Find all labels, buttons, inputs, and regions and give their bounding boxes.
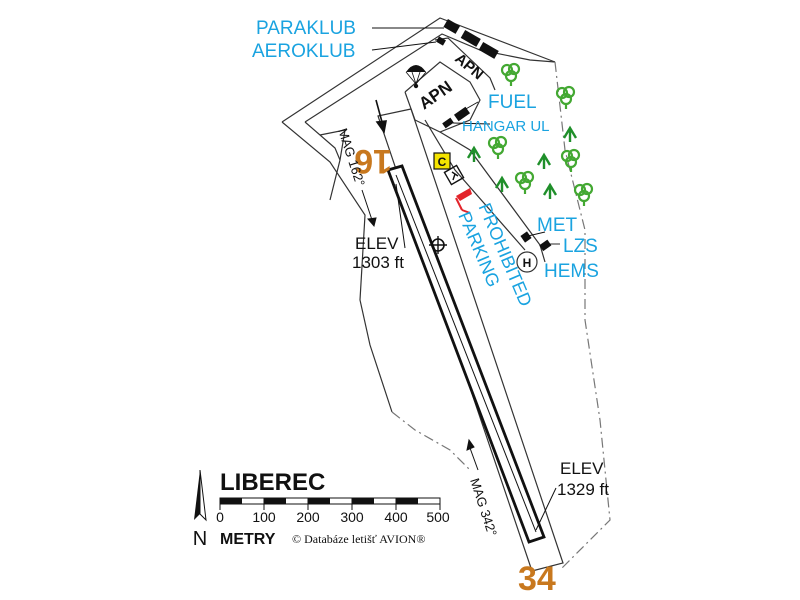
- arrow-up-icon: [542, 182, 558, 199]
- label-apn-top: APN: [451, 50, 486, 83]
- tree-icon: [555, 85, 576, 109]
- leader-lines: [371, 27, 560, 245]
- mag-arrow-south: [466, 438, 479, 471]
- buildings: [436, 19, 552, 252]
- airfield-boundary: [281, 17, 556, 413]
- svg-text:N: N: [193, 528, 207, 550]
- label-hems: HEMS: [544, 261, 599, 282]
- scale-ticks: 0 100 200 300 400 500: [216, 509, 450, 525]
- runway-strip: [377, 108, 564, 572]
- tree-icon: [514, 170, 535, 194]
- label-paraklub: PARAKLUB: [256, 18, 356, 39]
- arrow-up-icon: [562, 125, 578, 142]
- approach-arrow-north: [375, 99, 387, 135]
- svg-text:1303 ft: 1303 ft: [352, 253, 404, 272]
- airport-name: LIBEREC: [220, 469, 325, 496]
- label-met: MET: [537, 215, 578, 236]
- tree-icon: [573, 182, 594, 206]
- heliport-pad: [516, 251, 538, 273]
- arp-icon: [429, 236, 447, 254]
- label-apn-main: APN: [415, 77, 455, 113]
- mag-arrow-north: [361, 189, 377, 228]
- label-fuel: FUEL: [488, 92, 537, 113]
- svg-text:C: C: [438, 155, 447, 169]
- runway-16-designator: 16: [354, 142, 392, 180]
- svg-text:300: 300: [340, 509, 364, 525]
- scale-unit: METRY: [220, 531, 276, 548]
- label-lzs: LZS: [563, 236, 598, 257]
- elev-south: ELEV 1329 ft: [535, 459, 609, 531]
- svg-text:400: 400: [384, 509, 408, 525]
- c-marker: C: [433, 152, 451, 170]
- svg-text:500: 500: [426, 509, 450, 525]
- runway-centerline: [395, 174, 537, 533]
- boundary-dashdot: [391, 61, 611, 571]
- label-aeroklub: AEROKLUB: [252, 41, 355, 62]
- svg-text:ELEV: ELEV: [560, 459, 604, 478]
- arrow-up-icon: [466, 145, 482, 162]
- parachute-icon: [405, 65, 427, 89]
- north-arrow-icon: N: [193, 469, 207, 550]
- svg-text:ELEV: ELEV: [355, 234, 399, 253]
- tree-icon: [487, 135, 508, 159]
- elev-north: ELEV 1303 ft: [352, 183, 406, 272]
- svg-text:100: 100: [252, 509, 276, 525]
- trees: [466, 62, 594, 206]
- svg-text:200: 200: [296, 509, 320, 525]
- runway-34-designator: 34: [518, 560, 556, 598]
- tree-icon: [560, 148, 581, 172]
- windsock-icon: [455, 188, 472, 214]
- copyright: © Databáze letišť AVION®: [292, 532, 425, 546]
- arrow-up-icon: [494, 175, 510, 192]
- apron-taxiway: [404, 37, 546, 273]
- label-hangar: HANGAR UL: [462, 118, 550, 135]
- mag-heading-south: MAG 342°: [467, 476, 500, 538]
- tree-icon: [500, 62, 521, 86]
- scale-bar: [219, 497, 441, 510]
- svg-text:1329 ft: 1329 ft: [557, 480, 609, 499]
- heliport-icon: H: [523, 256, 532, 270]
- arrow-up-icon: [536, 152, 552, 169]
- svg-text:0: 0: [216, 509, 224, 525]
